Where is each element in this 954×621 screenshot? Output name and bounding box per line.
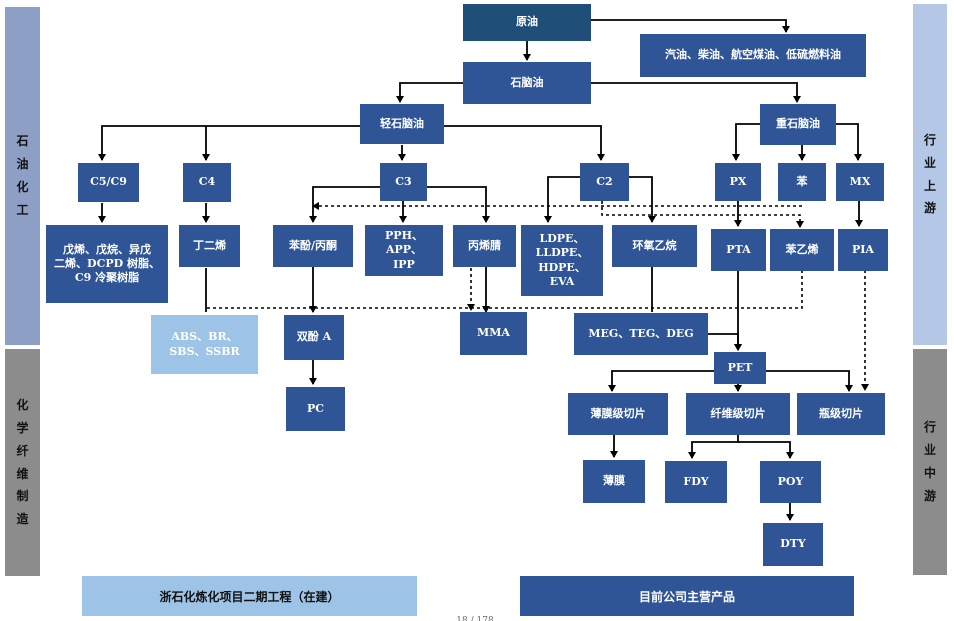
node-naphtha: 石脑油 [463,62,591,104]
node-bisphenol-a: 双酚 A [284,315,344,360]
legend-current-products: 目前公司主营产品 [520,576,854,616]
edge-c3-acrylonitrile [425,186,490,223]
node-pc: PC [286,387,345,431]
node-c2: C2 [580,163,629,201]
node-meg-teg-deg: MEG、TEG、DEG [574,313,708,355]
edge-heavy-mx [836,123,862,161]
side-label-upstream: 行 业 上 游 [913,4,947,345]
edge-c2-eo [628,176,656,223]
node-crude-oil: 原油 [463,4,591,41]
node-butadiene: 丁二烯 [179,225,240,267]
node-dty: DTY [763,523,823,566]
node-benzene: 苯 [778,163,826,201]
node-px: PX [715,163,761,201]
node-light-naphtha: 轻石脑油 [360,104,444,144]
node-styrene: 苯乙烯 [770,229,834,271]
edge-meg-pet [708,333,742,351]
node-ethylene-oxide: 环氧乙烷 [612,225,697,267]
node-mma: MMA [460,312,527,355]
node-abs-br-sbs-ssbr: ABS、BR、 SBS、SSBR [151,315,258,374]
edge-light-c5c9 [98,125,360,161]
node-fiber-grade-chip: 纤维级切片 [686,393,790,435]
edge-pet-bottle-chip [766,370,853,392]
node-pet: PET [714,352,766,384]
edge-crude-fuels [591,19,790,33]
node-poy: POY [760,461,821,503]
node-film: 薄膜 [583,460,645,503]
legend-project-under-construction: 浙石化炼化项目二期工程（在建） [82,576,417,616]
node-c5-products: 戊烯、戊烷、异戊 二烯、DCPD 树脂、 C9 冷聚树脂 [46,225,168,303]
node-c4: C4 [183,163,231,202]
edge-heavy-px [732,123,760,161]
node-acrylonitrile: 丙烯腈 [453,225,516,267]
node-fdy: FDY [665,461,727,503]
node-phenol-acetone: 苯酚/丙酮 [273,225,353,267]
side-label-midstream: 行 业 中 游 [913,349,947,575]
edge-dotted-styrene-abs [206,270,803,309]
node-bottle-grade-chip: 瓶级切片 [797,393,885,435]
node-heavy-naphtha: 重石脑油 [760,104,836,145]
edge-c3-phenol [309,186,380,223]
node-pia: PIA [838,229,888,271]
edge-fiber-fdy [688,435,739,459]
edge-c2-ldpe [544,176,580,223]
node-c3: C3 [380,163,427,201]
edge-pet-film-chip [608,370,714,392]
node-pta: PTA [711,229,766,271]
edge-dotted-c2-styrene [601,201,804,228]
edge-fiber-poy [738,441,794,459]
node-c5c9: C5/C9 [78,163,139,202]
edge-light-c2 [444,125,605,161]
node-fuels: 汽油、柴油、航空煤油、低硫燃料油 [640,34,866,77]
node-mx: MX [836,163,884,201]
node-film-grade-chip: 薄膜级切片 [568,393,668,435]
page-number: 18 / 178 [456,616,494,621]
node-polyethylene: LDPE、 LLDPE、 HDPE、 EVA [521,225,603,296]
side-label-petrochemical: 石 油 化 工 [5,7,40,345]
node-pph-app-ipp: PPH、APP、 IPP [365,225,443,276]
side-label-chemical-fiber: 化 学 纤 维 制 造 [5,349,40,576]
